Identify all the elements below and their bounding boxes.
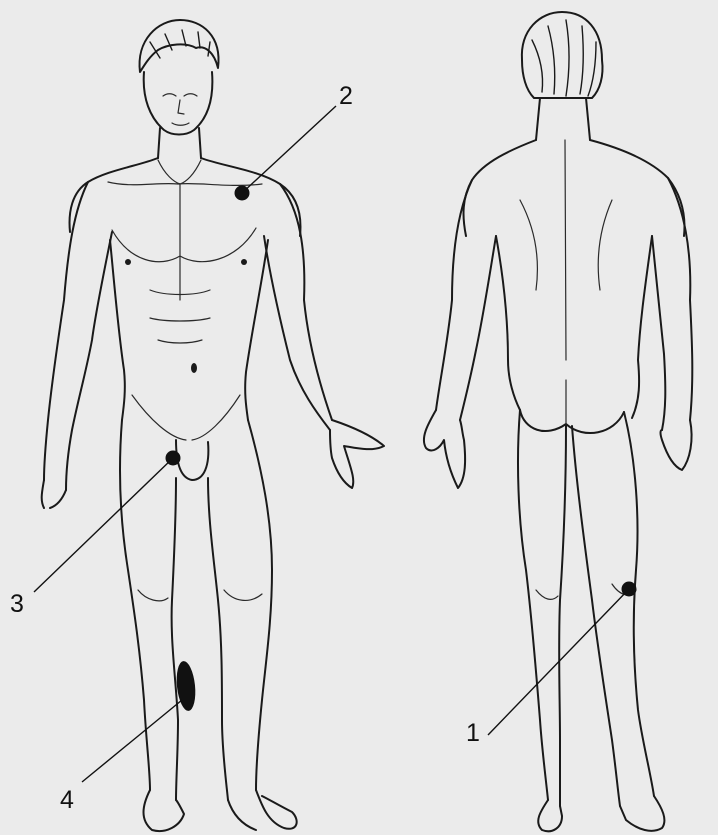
front-right-leg [208,420,272,800]
front-torso [70,158,301,236]
back-figure [424,12,692,831]
front-left-arm [44,182,112,490]
front-figure [42,20,384,831]
front-right-arm [264,184,332,430]
leader-line-2 [242,106,336,193]
back-left-arm [436,180,496,420]
leader-line-3 [34,458,173,592]
label-2: 2 [339,82,353,110]
back-left-leg [518,410,566,806]
back-right-arm [652,178,692,430]
back-torso [464,140,685,236]
label-3: 3 [10,590,24,618]
label-1: 1 [466,719,480,747]
leader-line-4 [82,700,182,782]
front-hair [140,20,219,72]
back-right-leg [572,412,654,806]
back-head [522,12,603,98]
label-4: 4 [60,786,74,814]
